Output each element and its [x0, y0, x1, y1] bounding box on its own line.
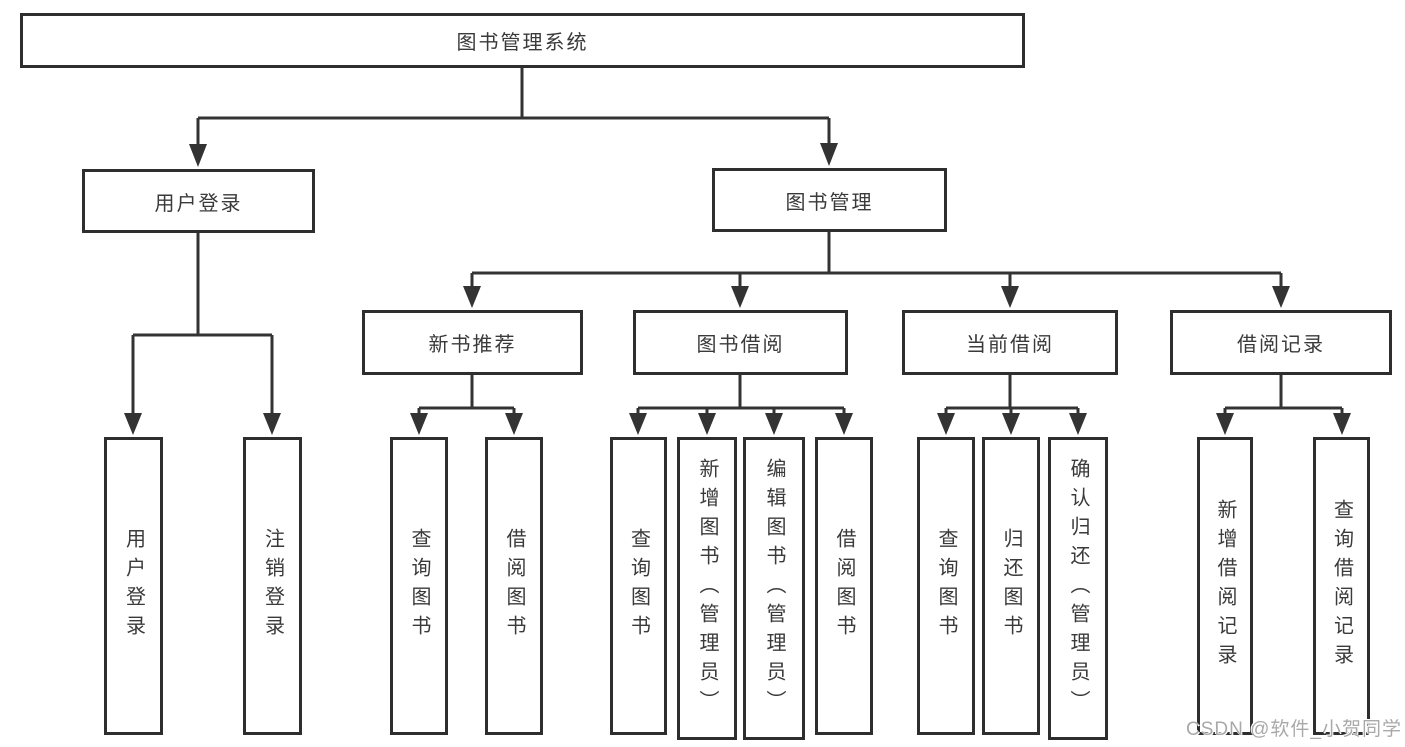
leaf-label: 编辑图书（管理员） — [763, 458, 785, 719]
node-library-management-system: 图书管理系统 — [20, 13, 1025, 68]
leaf-borrow-books-1: 借阅图书 — [485, 437, 543, 735]
leaf-confirm-return-admin: 确认归还（管理员） — [1048, 437, 1108, 740]
leaf-label: 注销登录 — [261, 528, 284, 644]
node-label: 图书借阅 — [696, 334, 785, 356]
leaf-add-borrow-record: 新增借阅记录 — [1197, 437, 1253, 735]
leaf-borrow-books-2: 借阅图书 — [815, 437, 873, 735]
leaf-label: 借阅图书 — [833, 528, 855, 644]
leaf-label: 新增借阅记录 — [1214, 499, 1236, 673]
node-label: 图书管理 — [785, 191, 874, 214]
csdn-watermark: CSDN @软件_小贺同学 — [1186, 719, 1402, 740]
node-borrowing-records: 借阅记录 — [1170, 310, 1392, 375]
leaf-edit-book-admin: 编辑图书（管理员） — [743, 437, 805, 740]
node-label: 用户登录 — [154, 192, 243, 215]
leaf-query-books-2: 查询图书 — [610, 437, 667, 735]
leaf-query-borrow-record: 查询借阅记录 — [1313, 437, 1370, 735]
leaf-return-books: 归还图书 — [982, 437, 1040, 735]
node-book-management-branch: 图书管理 — [712, 168, 947, 232]
leaf-user-login: 用户登录 — [104, 437, 163, 735]
node-user-login-branch: 用户登录 — [82, 169, 315, 233]
node-label: 图书管理系统 — [456, 32, 589, 54]
node-current-borrowing: 当前借阅 — [902, 310, 1118, 375]
leaf-query-books-3: 查询图书 — [917, 437, 975, 735]
leaf-add-book-admin: 新增图书（管理员） — [677, 437, 737, 740]
leaf-label: 归还图书 — [1000, 528, 1022, 644]
leaf-logout: 注销登录 — [243, 437, 302, 735]
node-new-book-recommendation: 新书推荐 — [362, 310, 583, 375]
leaf-label: 查询图书 — [408, 528, 430, 644]
leaf-label: 查询图书 — [627, 528, 650, 644]
leaf-query-books-1: 查询图书 — [390, 437, 448, 735]
leaf-label: 查询借阅记录 — [1330, 499, 1353, 673]
node-label: 借阅记录 — [1237, 334, 1325, 356]
node-label: 新书推荐 — [428, 334, 517, 356]
leaf-label: 借阅图书 — [503, 528, 525, 644]
node-label: 当前借阅 — [966, 334, 1054, 356]
leaf-label: 查询图书 — [935, 528, 957, 644]
leaf-label: 确认归还（管理员） — [1067, 458, 1089, 719]
node-book-borrowing: 图书借阅 — [633, 310, 848, 375]
leaf-label: 新增图书（管理员） — [696, 458, 718, 719]
leaf-label: 用户登录 — [122, 528, 145, 644]
